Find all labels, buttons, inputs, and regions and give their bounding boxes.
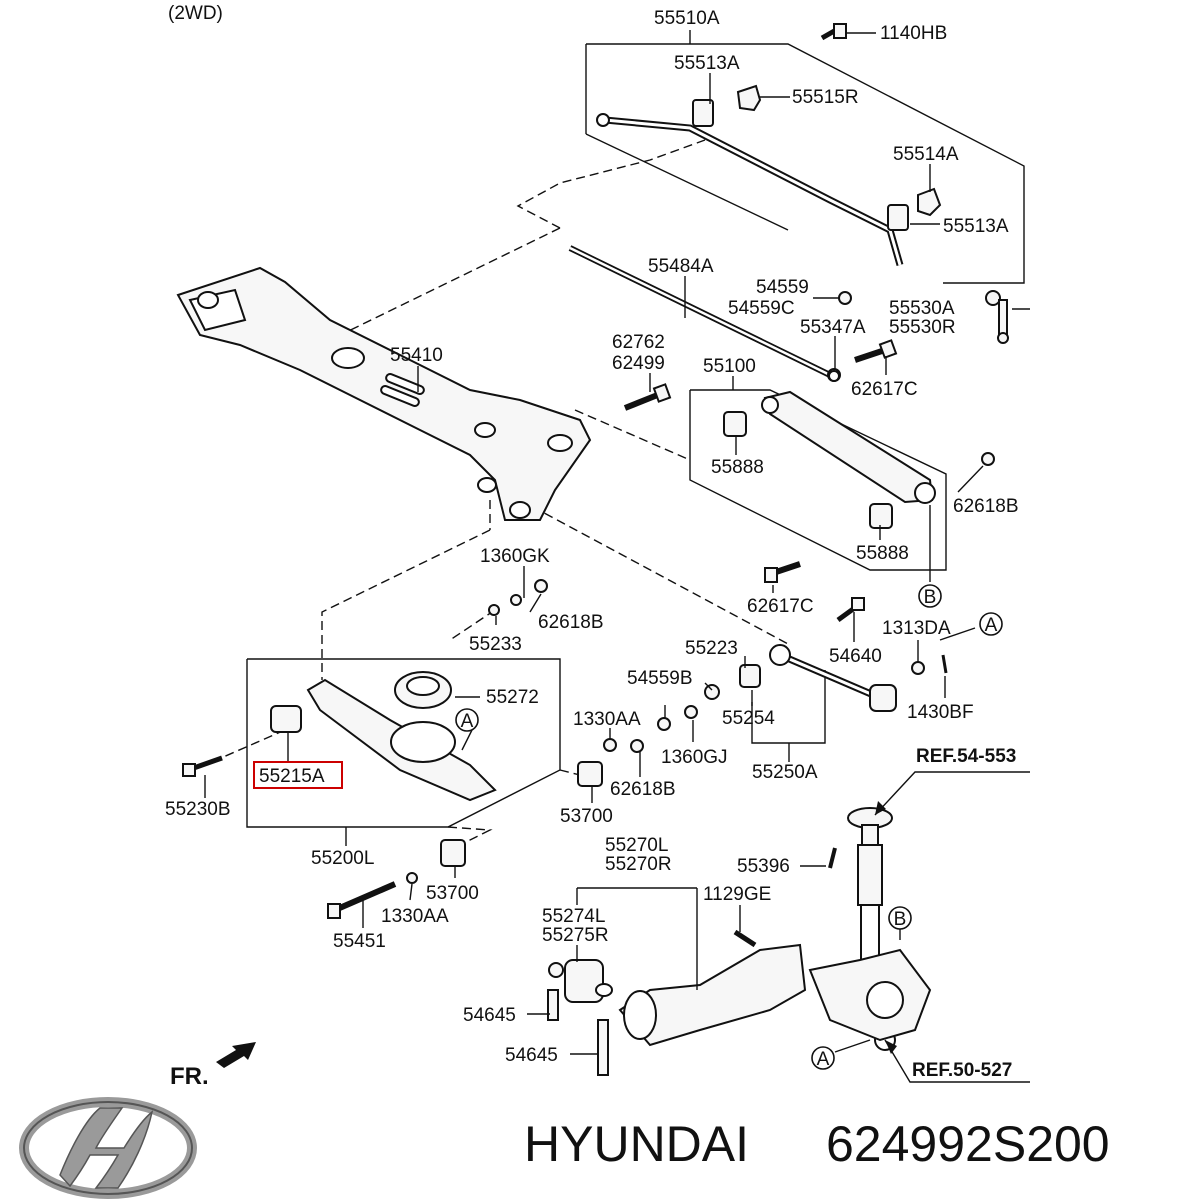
label-1140HB: 1140HB xyxy=(880,23,947,44)
label-55510A: 55510A xyxy=(654,8,720,29)
bolts-upper xyxy=(623,291,898,411)
svg-text:A: A xyxy=(461,711,474,732)
label-62618B-mid: 62618B xyxy=(538,612,604,633)
label-55513A-right: 55513A xyxy=(943,216,1009,237)
marker-a-lower-arm: A xyxy=(455,708,479,732)
label-1129GE: 1129GE xyxy=(703,884,771,905)
label-55100: 55100 xyxy=(703,356,756,377)
part-labels: (2WD) 55510A 1140HB 55513A 55515R 55514A… xyxy=(165,3,1019,1081)
highlight-box-55215A xyxy=(253,761,343,789)
label-1430BF: 1430BF xyxy=(907,702,974,723)
part-number: 624992S200 xyxy=(826,1116,1110,1172)
marker-b-knuckle: B xyxy=(888,906,912,930)
label-54645-a: 54645 xyxy=(463,1005,516,1026)
label-54559B: 54559B xyxy=(627,668,693,689)
label-55410: 55410 xyxy=(390,345,443,366)
label-55270L: 55270L xyxy=(605,835,668,856)
label-54645-b: 54645 xyxy=(505,1045,558,1066)
label-55513A-top: 55513A xyxy=(674,53,740,74)
svg-text:B: B xyxy=(924,587,937,608)
hyundai-logo-icon xyxy=(19,1097,197,1199)
label-55274L: 55274L xyxy=(542,906,605,927)
stabilizer-bar xyxy=(596,23,942,266)
label-55888-top: 55888 xyxy=(711,457,764,478)
label-55515R: 55515R xyxy=(792,87,859,108)
label-53700-low: 53700 xyxy=(426,883,479,904)
label-55514A: 55514A xyxy=(893,144,959,165)
lower-arm xyxy=(182,579,698,919)
label-62618B-low: 62618B xyxy=(610,779,676,800)
front-direction-indicator: FR. xyxy=(170,1042,256,1090)
rear-rod-55250A xyxy=(704,597,948,712)
stabilizer-bar-frame xyxy=(585,43,1025,284)
label-55347A: 55347A xyxy=(800,317,866,338)
svg-text:A: A xyxy=(817,1049,830,1070)
label-62499: 62499 xyxy=(612,353,665,374)
label-55484A: 55484A xyxy=(648,256,714,277)
label-55200L: 55200L xyxy=(311,848,374,869)
label-53700-mid: 53700 xyxy=(560,806,613,827)
label-1330AA-mid: 1330AA xyxy=(573,709,641,730)
lower-arm-frame xyxy=(246,658,561,828)
label-55254: 55254 xyxy=(722,708,775,729)
stabilizer-link xyxy=(985,290,1009,344)
label-62762: 62762 xyxy=(612,332,665,353)
subframe xyxy=(176,266,592,521)
svg-text:B: B xyxy=(894,909,907,930)
label-62617C-bottom: 62617C xyxy=(747,596,814,617)
marker-a-top: A xyxy=(979,612,1003,636)
label-55270R: 55270R xyxy=(605,854,672,875)
brand-name: HYUNDAI xyxy=(524,1116,749,1172)
label-1330AA-low: 1330AA xyxy=(381,906,449,927)
label-55888-bottom: 55888 xyxy=(856,543,909,564)
leader-lines xyxy=(204,30,1030,1083)
label-55530R: 55530R xyxy=(889,317,956,338)
label-54559C: 54559C xyxy=(728,298,795,319)
label-55275R: 55275R xyxy=(542,925,609,946)
label-55223: 55223 xyxy=(685,638,738,659)
fr-label: FR. xyxy=(170,1063,209,1090)
ref-arrow-head-bottom xyxy=(885,1040,897,1054)
svg-text:A: A xyxy=(985,615,998,636)
label-1360GK: 1360GK xyxy=(480,546,550,567)
label-1360GJ: 1360GJ xyxy=(661,747,728,768)
label-55396: 55396 xyxy=(737,856,790,877)
label-55233: 55233 xyxy=(469,634,522,655)
marker-b-upper-arm: B xyxy=(918,584,942,608)
variant-label: (2WD) xyxy=(168,3,223,24)
bracket-frame-55250A xyxy=(751,670,826,744)
label-55451: 55451 xyxy=(333,931,386,952)
ref-arrow-head-top xyxy=(875,801,886,815)
label-54640: 54640 xyxy=(829,646,882,667)
label-55250A: 55250A xyxy=(752,762,818,783)
label-55272: 55272 xyxy=(486,687,539,708)
marker-a-knuckle: A xyxy=(811,1046,835,1070)
label-55530A: 55530A xyxy=(889,298,955,319)
label-54559: 54559 xyxy=(756,277,809,298)
rear-arm-knuckle xyxy=(547,929,932,1076)
label-62617C-top: 62617C xyxy=(851,379,918,400)
front-arrow-icon xyxy=(216,1042,256,1068)
trailing-arm-frame xyxy=(689,389,947,571)
label-55215A: 55215A xyxy=(259,766,325,787)
dashed-guides xyxy=(204,139,791,846)
ref-label-bottom: REF.50-527 xyxy=(912,1060,1012,1081)
upper-arm xyxy=(723,390,995,583)
label-1313DA: 1313DA xyxy=(882,618,951,639)
label-62618B-right: 62618B xyxy=(953,496,1019,517)
label-55230B: 55230B xyxy=(165,799,231,820)
ref-label-top: REF.54-553 xyxy=(916,746,1016,767)
